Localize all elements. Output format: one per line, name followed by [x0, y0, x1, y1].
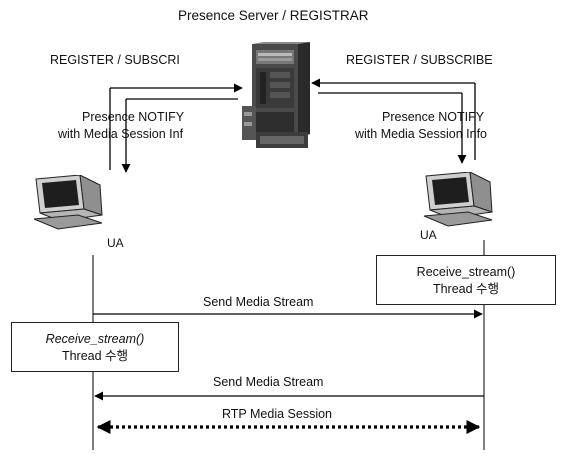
server-icon: [242, 42, 310, 148]
left-register-arrow: [109, 83, 243, 170]
right-notify-arrow: [318, 92, 467, 164]
rtp-session-label: RTP Media Session: [222, 407, 333, 421]
right-receive-line1: Receive_stream(): [416, 265, 516, 279]
send-stream-label-2: Send Media Stream: [213, 375, 324, 389]
send-stream-label-1: Send Media Stream: [203, 295, 314, 309]
right-notify-line2: with Media Session Info: [355, 127, 488, 141]
left-receive-line2: Thread 수행: [61, 349, 129, 363]
server-title: Presence Server / REGISTRAR: [178, 8, 369, 23]
right-receive-line2: Thread 수행: [432, 282, 500, 296]
left-notify-arrow: [121, 98, 238, 173]
left-register-label: REGISTER / SUBSCRI: [50, 53, 180, 67]
right-register-label: REGISTER / SUBSCRIBE: [346, 53, 493, 67]
right-notify-line1: Presence NOTIFY: [382, 110, 485, 124]
left-notify-line1: Presence NOTIFY: [82, 110, 185, 124]
right-computer-icon: [423, 172, 493, 227]
right-receive-box: Receive_stream() Thread 수행: [376, 255, 556, 305]
left-notify-line2: with Media Session Inf: [58, 127, 184, 141]
left-ua-label: UA: [107, 236, 124, 250]
left-receive-box: Receive_stream() Thread 수행: [11, 322, 179, 372]
left-receive-line1: Receive_stream(): [45, 332, 145, 346]
right-register-arrow: [311, 78, 476, 160]
right-ua-label: UA: [420, 228, 437, 242]
left-computer-icon: [33, 175, 103, 230]
